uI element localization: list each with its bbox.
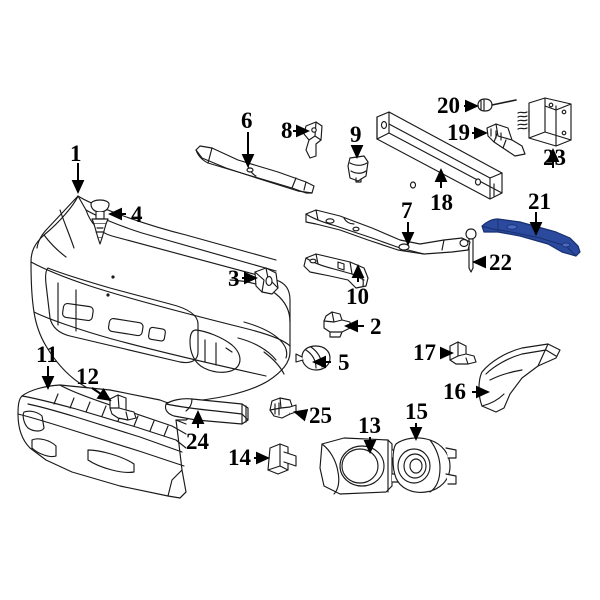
part-push-pin-clip[interactable]	[90, 199, 110, 245]
callout-label-24[interactable]: 24	[186, 429, 209, 454]
callout-label-7[interactable]: 7	[401, 198, 413, 223]
part-fog-lamp-assembly[interactable]	[392, 437, 457, 493]
part-fog-lamp-bezel[interactable]	[319, 437, 405, 495]
part-absorber-bracket[interactable]	[517, 97, 572, 147]
callout-label-23[interactable]: 23	[543, 145, 566, 170]
callout-label-5[interactable]: 5	[338, 350, 350, 375]
callout-label-25[interactable]: 25	[309, 403, 332, 428]
callout-label-22[interactable]: 22	[489, 250, 512, 275]
part-upper-filler-panel[interactable]	[195, 145, 315, 194]
callout-label-19[interactable]: 19	[447, 120, 470, 145]
callout-label-6[interactable]: 6	[241, 108, 253, 133]
callout-label-13[interactable]: 13	[358, 413, 381, 438]
part-mounting-bolt-20[interactable]	[477, 98, 517, 112]
callout-label-3[interactable]: 3	[228, 266, 240, 291]
part-bumper-side-retainer-highlighted[interactable]	[481, 218, 581, 257]
callout-label-12[interactable]: 12	[76, 364, 99, 389]
callout-label-20[interactable]: 20	[437, 93, 460, 118]
callout-label-14[interactable]: 14	[228, 445, 251, 470]
part-retainer-bracket-14[interactable]	[267, 443, 297, 475]
part-retainer-clip-25[interactable]	[269, 397, 297, 419]
callout-label-4[interactable]: 4	[131, 202, 143, 227]
part-lower-valance[interactable]	[17, 384, 193, 499]
part-side-bracket[interactable]	[254, 267, 279, 295]
callout-label-1[interactable]: 1	[70, 141, 82, 166]
part-mount-bracket-8[interactable]	[303, 121, 323, 159]
callout-label-2[interactable]: 2	[370, 314, 382, 339]
part-stopper-cushion[interactable]	[347, 155, 369, 183]
part-air-deflector[interactable]	[478, 343, 561, 413]
part-grommet-nut[interactable]	[295, 345, 331, 371]
part-bumper-reinforcement[interactable]	[376, 111, 503, 200]
callout-label-15[interactable]: 15	[405, 399, 428, 424]
part-side-support-arm[interactable]	[303, 253, 369, 289]
callout-label-10[interactable]: 10	[346, 284, 369, 309]
callout-label-17[interactable]: 17	[413, 340, 436, 365]
part-side-spoiler-strip[interactable]	[164, 398, 249, 425]
part-bumper-cover[interactable]	[30, 195, 291, 404]
callout-label-16[interactable]: 16	[443, 379, 466, 404]
callout-label-8[interactable]: 8	[281, 118, 293, 143]
part-support-bracket-19[interactable]	[486, 123, 526, 157]
part-valance-clip[interactable]	[109, 394, 137, 421]
part-deflector-clip[interactable]	[449, 341, 477, 365]
part-lower-crossmember[interactable]	[305, 209, 471, 255]
part-retainer-clip[interactable]	[323, 311, 351, 338]
callout-label-18[interactable]: 18	[430, 190, 453, 215]
callout-label-9[interactable]: 9	[350, 122, 362, 147]
callout-label-21[interactable]: 21	[528, 189, 551, 214]
callout-label-11[interactable]: 11	[36, 342, 58, 367]
